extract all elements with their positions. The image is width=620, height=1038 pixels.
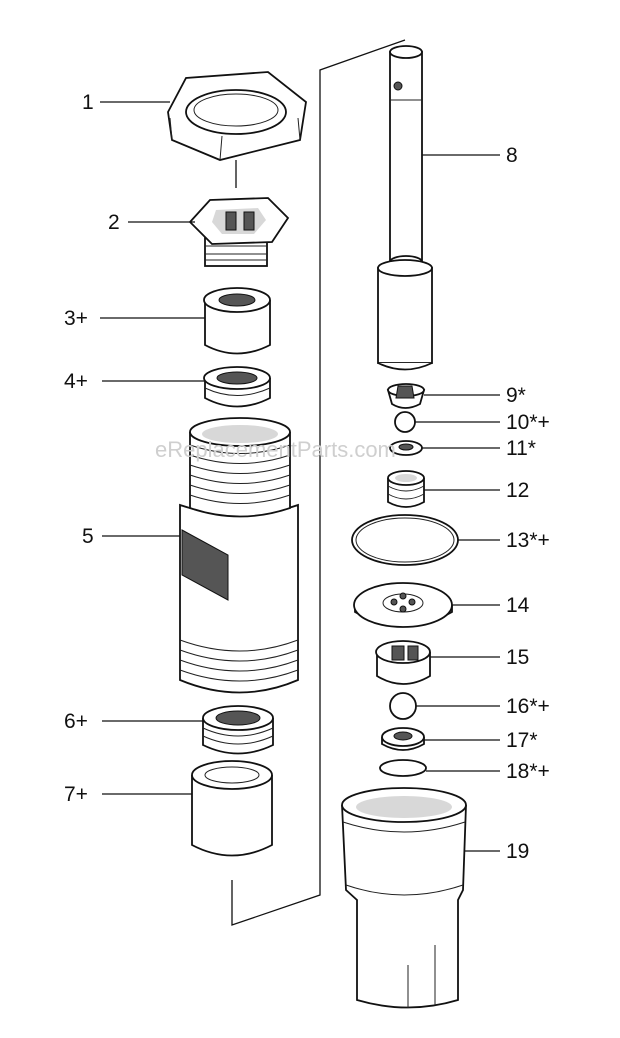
part-15-ball-guide bbox=[375, 640, 431, 685]
part-10-ball bbox=[394, 411, 416, 433]
part-5-cylinder bbox=[179, 417, 299, 694]
part-7-bushing bbox=[191, 760, 273, 857]
assembly-guide-line bbox=[231, 39, 406, 926]
label-part-6: 6+ bbox=[64, 710, 88, 733]
part-8-displacement-rod bbox=[377, 45, 433, 371]
label-part-11: 11* bbox=[506, 437, 536, 460]
label-part-15: 15 bbox=[506, 646, 529, 669]
part-4-packing bbox=[203, 366, 271, 408]
label-part-18: 18*+ bbox=[506, 760, 550, 783]
label-part-4: 4+ bbox=[64, 370, 88, 393]
part-17-seat bbox=[381, 727, 425, 751]
label-part-7: 7+ bbox=[64, 783, 88, 806]
part-19-foot-valve-housing bbox=[341, 787, 467, 1009]
label-part-1: 1 bbox=[82, 91, 94, 114]
label-part-19: 19 bbox=[506, 840, 529, 863]
part-18-o-ring bbox=[379, 759, 427, 777]
label-part-2: 2 bbox=[108, 211, 120, 234]
part-13-o-ring bbox=[351, 514, 459, 566]
label-part-14: 14 bbox=[506, 594, 530, 617]
label-part-5: 5 bbox=[82, 525, 94, 548]
part-6-packing bbox=[202, 705, 274, 755]
label-part-9: 9* bbox=[506, 384, 526, 407]
part-9-guide bbox=[386, 383, 426, 409]
label-part-13: 13*+ bbox=[506, 529, 550, 552]
label-part-8: 8 bbox=[506, 144, 518, 167]
part-12-retainer bbox=[387, 470, 425, 508]
label-part-16: 16*+ bbox=[506, 695, 550, 718]
label-part-10: 10*+ bbox=[506, 411, 550, 434]
part-3-bushing bbox=[203, 287, 271, 355]
label-part-17: 17* bbox=[506, 729, 538, 752]
label-part-12: 12 bbox=[506, 479, 529, 502]
part-16-ball bbox=[389, 692, 417, 720]
part-14-valve-plate bbox=[353, 582, 453, 628]
watermark-text: eReplacementParts.com bbox=[155, 437, 396, 462]
part-2-hex-fitting bbox=[188, 197, 290, 267]
part-1-hex-nut bbox=[167, 71, 307, 161]
label-part-3: 3+ bbox=[64, 307, 88, 330]
